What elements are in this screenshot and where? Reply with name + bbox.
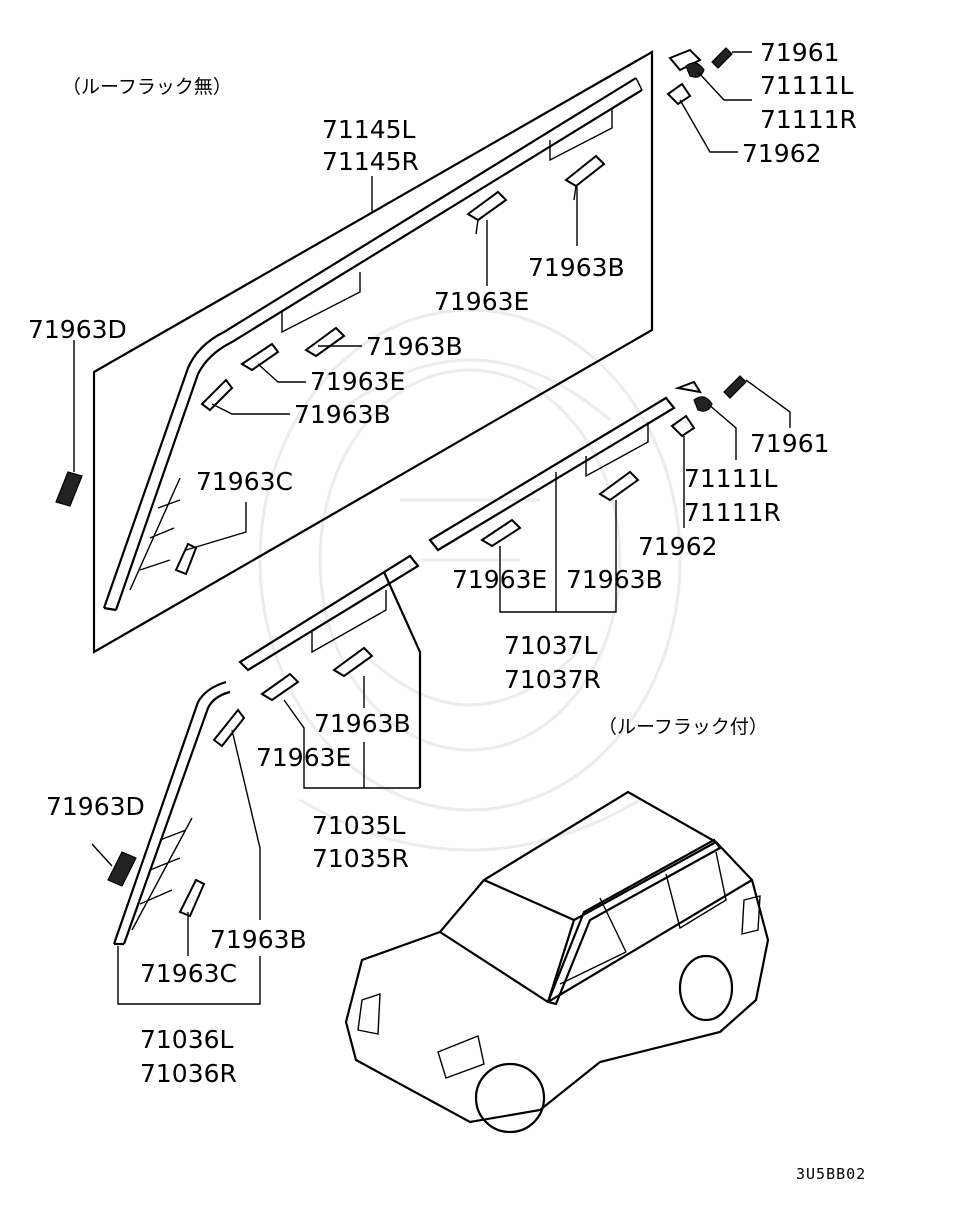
- label-71963b-rear: 71963B: [566, 565, 663, 594]
- bracket-rear: [585, 422, 649, 478]
- label-71145l: 71145L: [322, 115, 416, 144]
- label-71963b-center: 71963B: [314, 709, 411, 738]
- upper-panel-frame: [92, 50, 654, 654]
- label-71035l: 71035L: [312, 811, 406, 840]
- vehicle-illustration: [344, 790, 770, 1134]
- label-71963b-top: 71963B: [528, 253, 625, 282]
- leader-71037: [499, 472, 617, 613]
- clip-71963b-upper-left: [200, 378, 234, 412]
- leader-71111-top: [697, 71, 752, 101]
- clip-71963b-front: [212, 708, 246, 748]
- note-without-roof-rack: （ルーフラック無）: [62, 76, 232, 98]
- label-71035r: 71035R: [312, 844, 409, 873]
- label-71963e-top: 71963E: [434, 287, 529, 316]
- label-71036r: 71036R: [140, 1059, 237, 1088]
- leader-71961-mid: [745, 379, 791, 428]
- label-71963c-front: 71963C: [140, 959, 237, 988]
- label-71963c-top: 71963C: [196, 467, 293, 496]
- label-71963b-mid2: 71963B: [294, 400, 391, 429]
- label-71963b-front: 71963B: [210, 925, 307, 954]
- label-71963e-mid: 71963E: [310, 367, 405, 396]
- leader-71962-top: [679, 99, 738, 153]
- clip-71963e-upper: [466, 190, 508, 235]
- label-71963d-front: 71963D: [46, 792, 145, 821]
- clip-71963b-rear: [598, 470, 640, 502]
- roof-molding-71145: [102, 77, 643, 612]
- roof-molding-71037: [428, 396, 676, 552]
- pillar-molding-71036: [112, 680, 231, 946]
- label-71963d-top: 71963D: [28, 315, 127, 344]
- cap-71111-mid: [674, 380, 713, 412]
- label-71961-mid: 71961: [750, 429, 830, 458]
- label-71111l-top: 71111L: [760, 71, 854, 100]
- part-71963d-top: [55, 471, 83, 507]
- leader-71963e-center: [283, 699, 420, 789]
- clip-71963e-rear: [480, 518, 522, 548]
- label-71111r-top: 71111R: [760, 105, 857, 134]
- clip-71963c-front: [178, 878, 206, 918]
- clip-71963b-upper-right: [564, 154, 606, 201]
- clip-71963c-upper: [174, 542, 198, 576]
- clip-71963e-center: [260, 672, 300, 702]
- leader-71963b-front: [231, 729, 261, 920]
- label-71963b-mid1: 71963B: [366, 332, 463, 361]
- clip-71963b-center: [332, 646, 374, 678]
- label-71963e-center: 71963E: [256, 743, 351, 772]
- clip-71962-top: [666, 82, 692, 106]
- bracket-upper-mid: [281, 272, 361, 334]
- label-71111l-mid: 71111L: [684, 464, 778, 493]
- diagram-code: 3U5BB02: [796, 1165, 866, 1183]
- note-with-roof-rack: （ルーフラック付）: [598, 716, 768, 738]
- bracket-center: [311, 590, 387, 654]
- label-71145r: 71145R: [322, 147, 419, 176]
- clip-71963e-upper-left: [240, 342, 280, 372]
- screw-71961-mid: [723, 375, 747, 399]
- label-71963e-rear: 71963E: [452, 565, 547, 594]
- label-71037l: 71037L: [504, 631, 598, 660]
- label-71962-top: 71962: [742, 139, 822, 168]
- leader-71963c-top: [185, 502, 247, 551]
- label-71037r: 71037R: [504, 665, 601, 694]
- label-71036l: 71036L: [140, 1025, 234, 1054]
- leader-71963e-mid: [257, 363, 306, 383]
- leader-71111-mid: [707, 403, 737, 460]
- label-71961-top: 71961: [760, 38, 840, 67]
- part-71963d-front: [107, 851, 137, 887]
- leader-71963b-mid2: [211, 403, 290, 415]
- bracket-upper-right: [549, 108, 613, 162]
- roof-molding-71035: [238, 554, 422, 788]
- clip-71963b-upper-mid: [304, 326, 346, 358]
- label-71111r-mid: 71111R: [684, 498, 781, 527]
- screw-71961-top: [711, 47, 752, 69]
- leader-71963d-front: [91, 843, 113, 867]
- watermark-logo: [258, 308, 682, 852]
- leader-71036: [117, 946, 261, 1005]
- clip-71962-mid: [670, 414, 696, 438]
- label-71962-mid: 71962: [638, 532, 718, 561]
